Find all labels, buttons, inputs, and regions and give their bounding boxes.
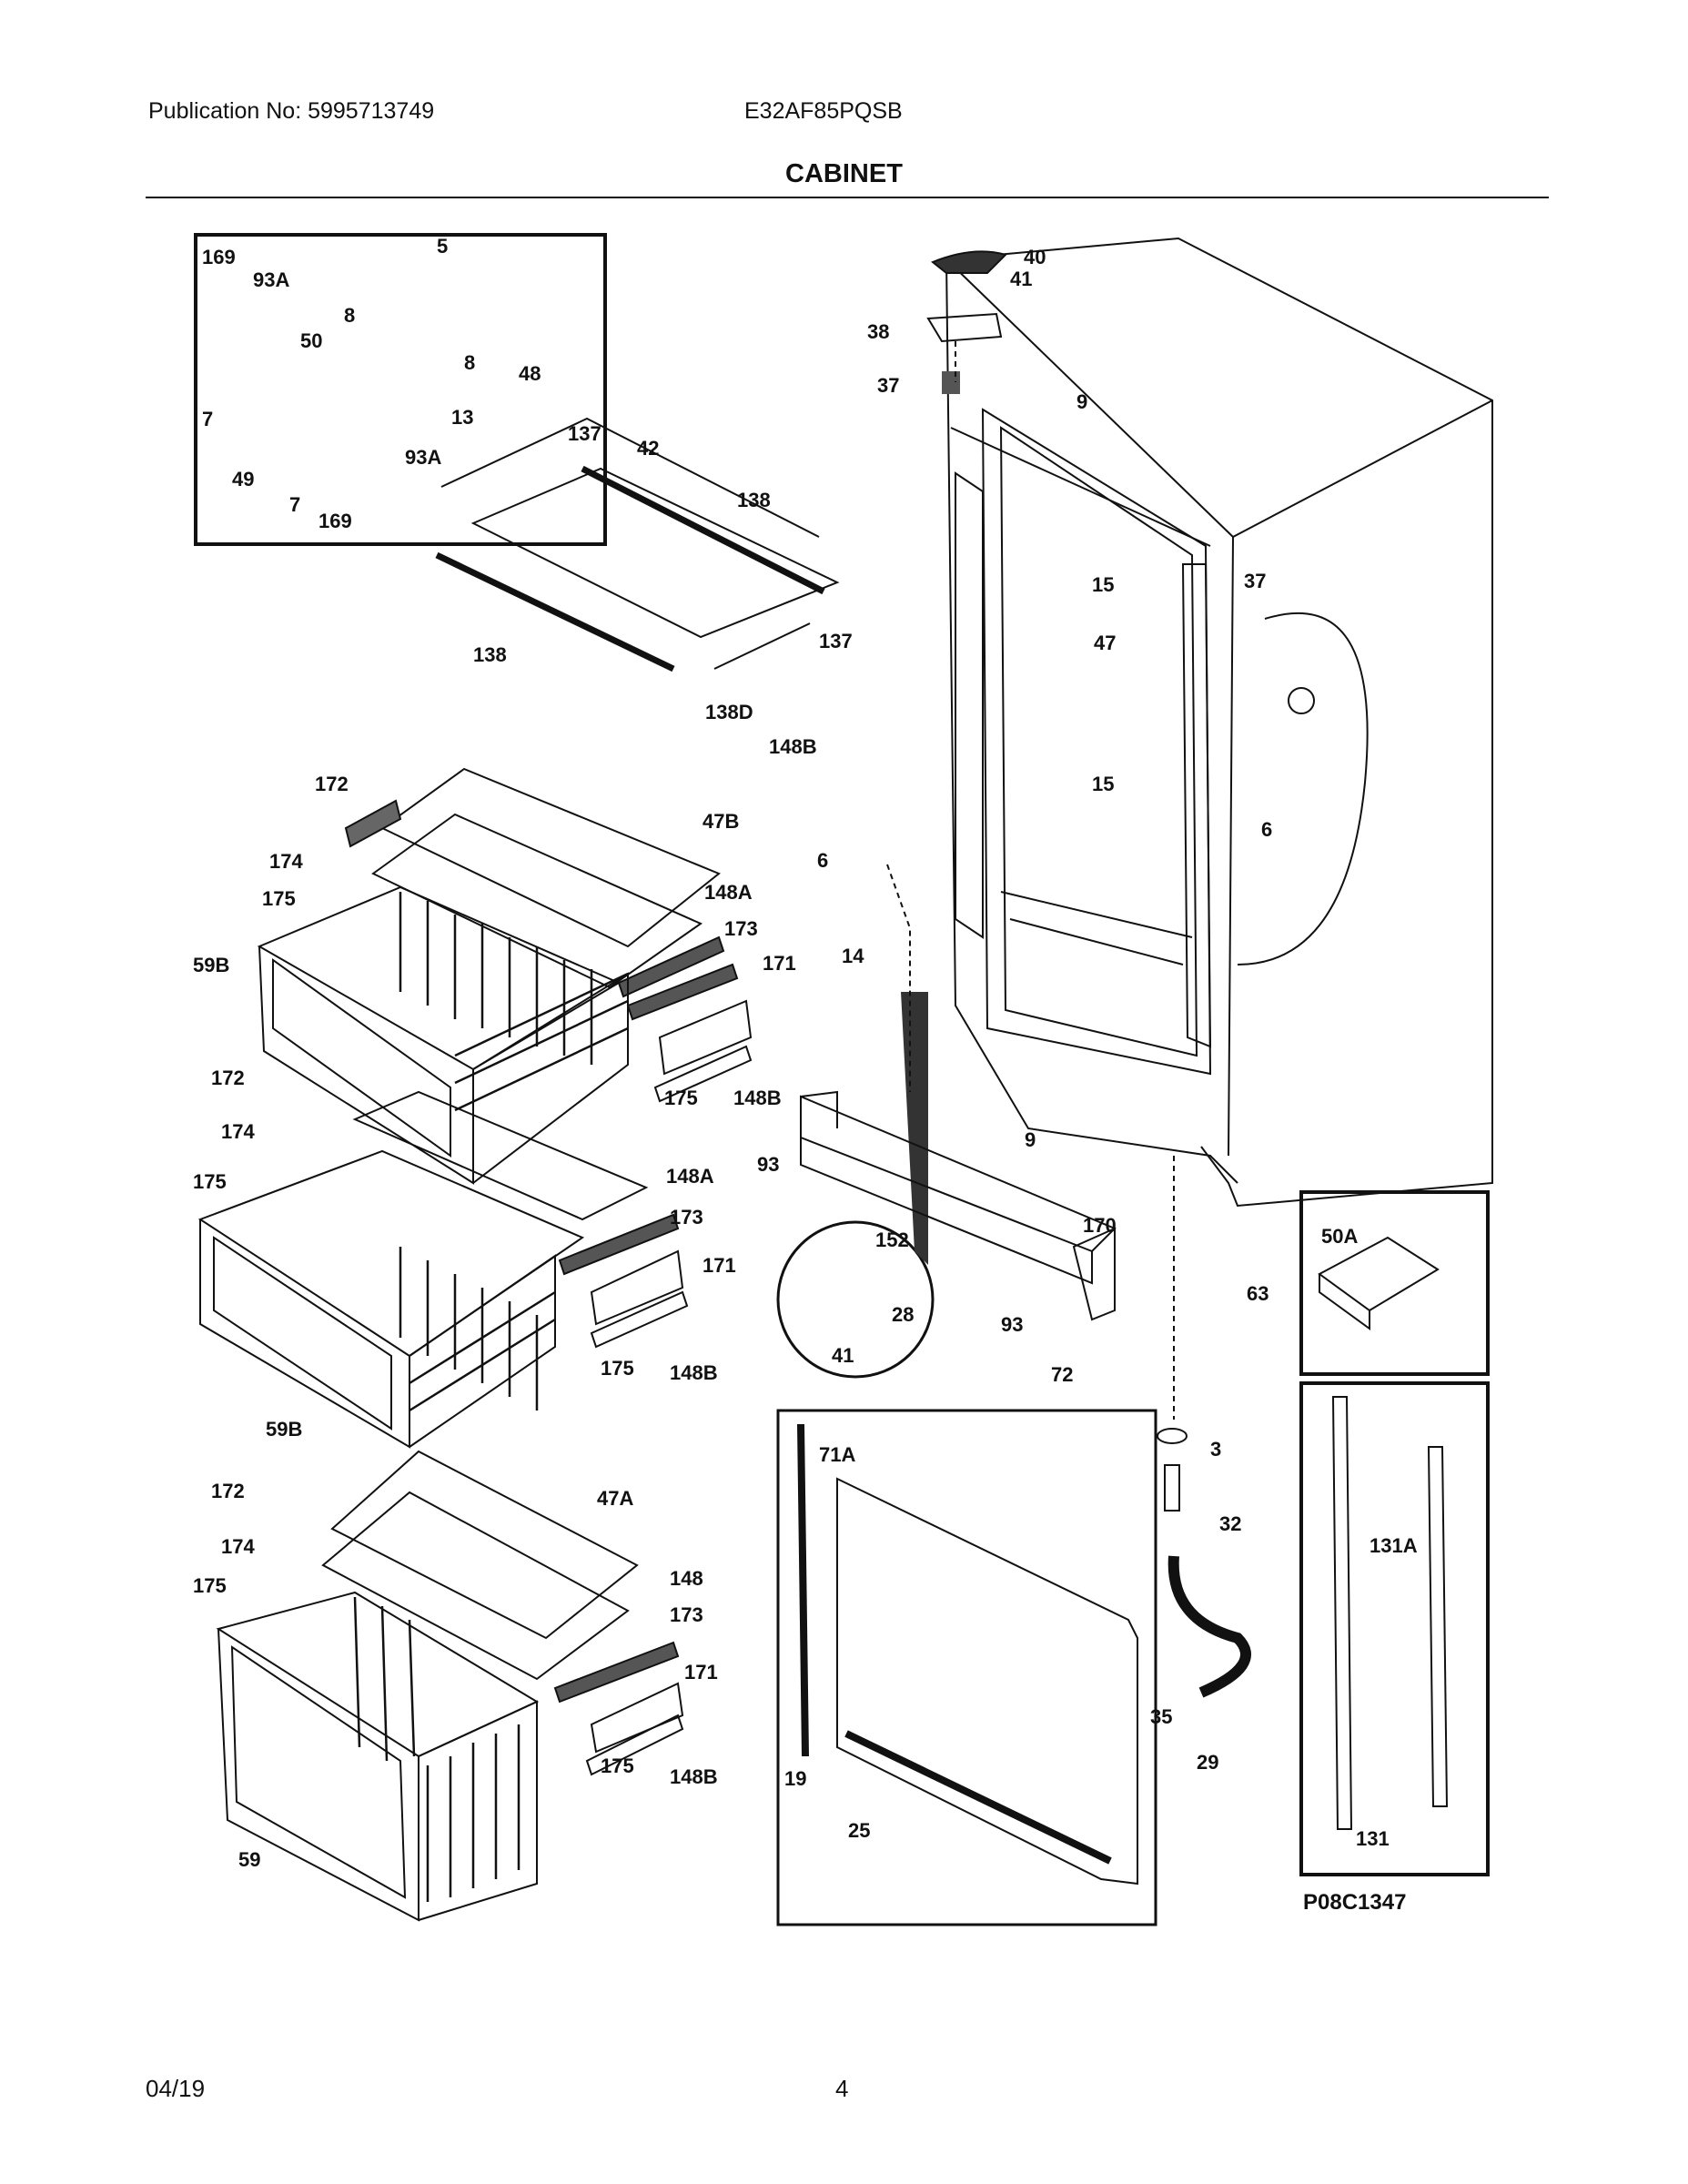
- part-callout: 171: [684, 1661, 718, 1684]
- header-rule: [146, 197, 1549, 198]
- part-callout: 172: [211, 1067, 245, 1089]
- part-callout: 6: [1261, 818, 1272, 841]
- part-callout: 174: [221, 1535, 255, 1558]
- part-callout: 148A: [704, 881, 753, 904]
- rail-inset: [1299, 1381, 1490, 1876]
- part-callout: 5: [437, 235, 448, 258]
- part-callout: 59: [238, 1848, 260, 1871]
- part-callout: 171: [702, 1254, 736, 1277]
- part-callout: 15: [1092, 573, 1114, 596]
- part-callout: 25: [848, 1819, 870, 1842]
- part-callout: 175: [664, 1087, 698, 1109]
- part-callout: 28: [892, 1303, 914, 1326]
- part-callout: 59B: [193, 954, 229, 976]
- part-callout: 138: [473, 643, 507, 666]
- part-callout: 169: [202, 246, 236, 268]
- part-callout: 13: [451, 406, 473, 429]
- diagram-code: P08C1347: [1303, 1890, 1406, 1915]
- part-callout: 15: [1092, 773, 1114, 795]
- part-callout: 38: [867, 320, 889, 343]
- part-callout: 37: [1244, 570, 1266, 592]
- part-callout: 35: [1150, 1705, 1172, 1728]
- part-callout: 173: [670, 1206, 703, 1228]
- part-callout: 7: [289, 493, 300, 516]
- part-callout: 41: [1010, 268, 1032, 290]
- part-callout: 148A: [666, 1165, 714, 1188]
- part-callout: 148B: [733, 1087, 782, 1109]
- part-callout: 14: [842, 945, 864, 967]
- part-50A-inset: [1299, 1190, 1490, 1376]
- footer-date: 04/19: [146, 2075, 206, 2102]
- part-callout: 9: [1025, 1128, 1036, 1151]
- part-callout: 148B: [769, 735, 817, 758]
- part-callout: 48: [519, 362, 541, 385]
- part-callout: 47B: [702, 810, 739, 833]
- part-callout: 175: [193, 1574, 227, 1597]
- part-callout: 173: [724, 917, 758, 940]
- part-callout: 29: [1197, 1751, 1218, 1774]
- part-callout: 175: [601, 1754, 634, 1777]
- part-callout: 148: [670, 1567, 703, 1590]
- part-callout: 50: [300, 329, 322, 352]
- part-callout: 41: [832, 1344, 854, 1367]
- part-callout: 173: [670, 1603, 703, 1626]
- part-callout: 49: [232, 468, 254, 490]
- part-callout: 174: [269, 850, 303, 873]
- section-title: CABINET: [785, 159, 903, 188]
- hinge-detail-circle: [776, 1220, 935, 1379]
- part-callout: 59B: [266, 1418, 302, 1441]
- part-callout: 175: [193, 1170, 227, 1193]
- part-callout: 171: [763, 952, 796, 975]
- fan-assembly-inset: [194, 233, 607, 546]
- cover-panel-inset: [776, 1409, 1157, 1926]
- part-callout: 131A: [1370, 1534, 1418, 1557]
- part-callout: 175: [262, 887, 296, 910]
- part-callout: 169: [318, 510, 352, 532]
- part-callout: 172: [211, 1480, 245, 1502]
- part-callout: 71A: [819, 1443, 855, 1466]
- part-callout: 9: [1076, 390, 1087, 413]
- part-callout: 93A: [405, 446, 441, 469]
- part-callout: 50A: [1321, 1225, 1358, 1248]
- part-callout: 8: [464, 351, 475, 374]
- part-callout: 47A: [597, 1487, 633, 1510]
- part-callout: 138: [737, 489, 771, 511]
- part-callout: 93: [757, 1153, 779, 1176]
- part-callout: 7: [202, 408, 213, 430]
- part-callout: 174: [221, 1120, 255, 1143]
- part-callout: 42: [637, 437, 659, 460]
- part-callout: 137: [568, 422, 601, 445]
- part-callout: 37: [877, 374, 899, 397]
- part-callout: 72: [1051, 1363, 1073, 1386]
- publication-number: Publication No: 5995713749: [148, 98, 435, 124]
- part-callout: 175: [601, 1357, 634, 1380]
- part-callout: 148B: [670, 1765, 718, 1788]
- model-number: E32AF85PQSB: [744, 98, 903, 124]
- part-callout: 8: [344, 304, 355, 327]
- part-callout: 93A: [253, 268, 289, 291]
- part-callout: 148B: [670, 1361, 718, 1384]
- part-callout: 131: [1356, 1827, 1390, 1850]
- part-callout: 152: [875, 1228, 909, 1251]
- part-callout: 6: [817, 849, 828, 872]
- part-callout: 138D: [705, 701, 753, 723]
- part-callout: 137: [819, 630, 853, 652]
- part-callout: 3: [1210, 1438, 1221, 1461]
- part-callout: 93: [1001, 1313, 1023, 1336]
- part-callout: 170: [1083, 1214, 1117, 1237]
- page-number: 4: [835, 2075, 849, 2102]
- part-callout: 40: [1024, 246, 1046, 268]
- part-callout: 19: [784, 1767, 806, 1790]
- part-callout: 63: [1247, 1282, 1269, 1305]
- part-callout: 47: [1094, 632, 1116, 654]
- part-callout: 32: [1219, 1512, 1241, 1535]
- part-callout: 172: [315, 773, 349, 795]
